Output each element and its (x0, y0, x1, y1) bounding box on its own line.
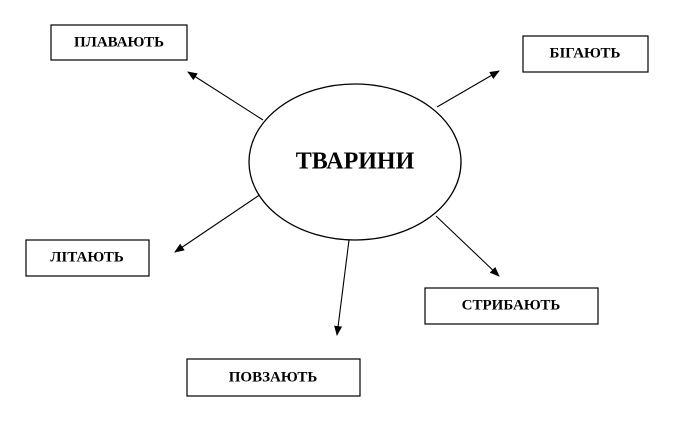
node-run: БІГАЮТЬ (522, 35, 649, 73)
arrow-to-swim (187, 71, 264, 121)
node-jump-box (424, 287, 599, 325)
node-fly-label: ЛІТАЮТЬ (50, 249, 124, 265)
arrow-to-fly (174, 193, 262, 253)
node-fly-box (25, 239, 150, 277)
node-crawl-box (186, 358, 361, 397)
node-crawl: ПОВЗАЮТЬ (186, 358, 361, 397)
node-run-label: БІГАЮТЬ (550, 45, 621, 61)
center-ellipse (248, 83, 462, 241)
center-label: ТВАРИНИ (296, 149, 415, 175)
node-swim-box (50, 24, 188, 61)
node-fly: ЛІТАЮТЬ (25, 239, 150, 277)
node-jump: СТРИБАЮТЬ (424, 287, 599, 325)
node-run-box (522, 35, 649, 73)
node-swim-label: ПЛАВАЮТЬ (74, 34, 164, 50)
arrow-to-jump (435, 215, 500, 277)
arrow-to-crawl (334, 239, 350, 336)
node-swim: ПЛАВАЮТЬ (50, 24, 188, 61)
node-crawl-label: ПОВЗАЮТЬ (229, 369, 318, 385)
node-jump-label: СТРИБАЮТЬ (462, 297, 561, 313)
arrow-to-run (436, 70, 500, 108)
